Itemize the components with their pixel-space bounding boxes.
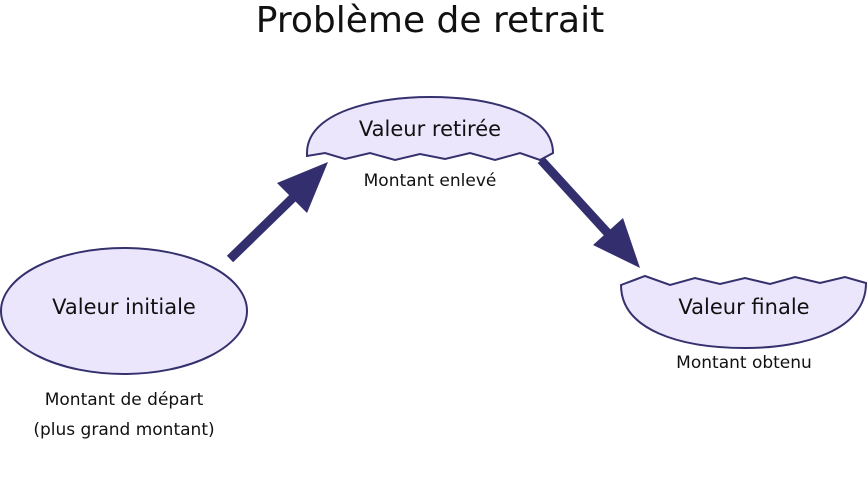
arrow-initial-to-removed bbox=[226, 162, 328, 263]
final-value-label: Valeur finale bbox=[678, 295, 810, 319]
initial-value-ellipse bbox=[0, 247, 248, 375]
initial-value-label: Valeur initiale bbox=[52, 295, 196, 319]
initial-value-caption-2: (plus grand montant) bbox=[33, 420, 215, 440]
arrow-removed-to-final bbox=[537, 156, 640, 268]
removed-value-dome bbox=[306, 95, 555, 162]
final-value-bowl bbox=[619, 274, 868, 350]
removed-value-caption: Montant enlevé bbox=[363, 171, 497, 191]
removed-value-label: Valeur retirée bbox=[358, 117, 502, 141]
final-value-caption: Montant obtenu bbox=[676, 353, 812, 373]
initial-value-caption-1: Montant de départ bbox=[44, 390, 204, 410]
page-title: Problème de retrait bbox=[255, 0, 605, 41]
